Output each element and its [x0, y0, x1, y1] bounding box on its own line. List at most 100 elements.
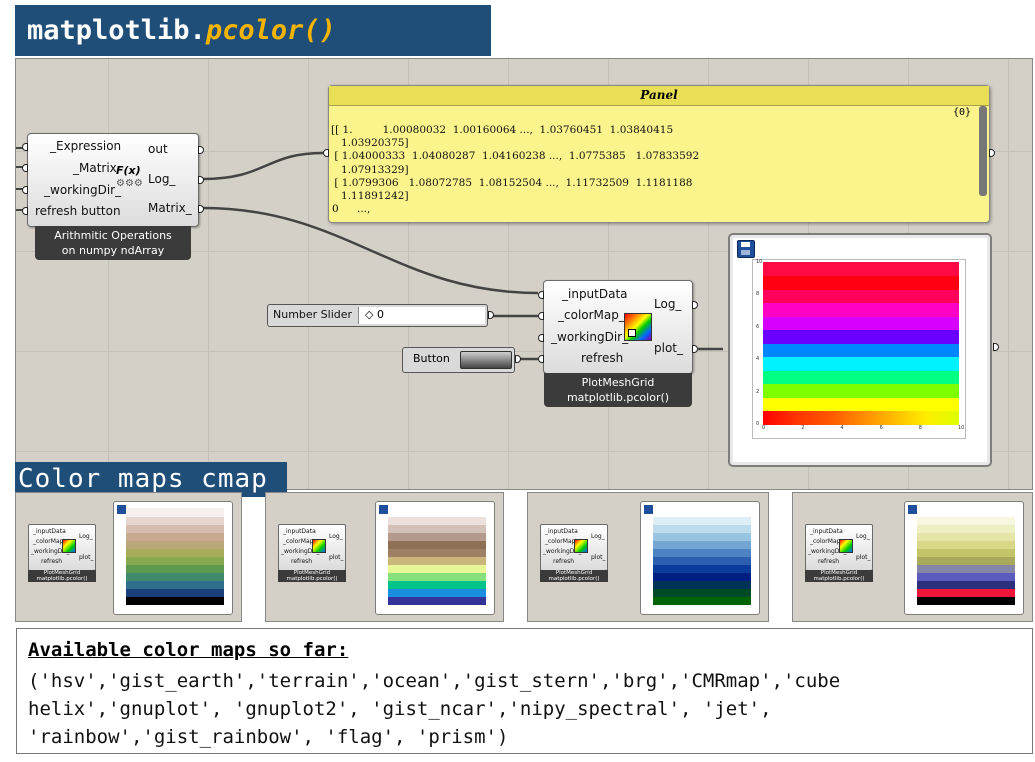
mini-plot-row	[653, 508, 751, 517]
x-tick-label: 2	[801, 425, 805, 431]
input-inputdata[interactable]: _inputData	[562, 287, 628, 301]
port[interactable]	[692, 301, 698, 309]
available-list: ('hsv','gist_earth','terrain','ocean','g…	[28, 670, 841, 748]
port[interactable]	[198, 176, 204, 184]
mini-plot-row	[917, 564, 1015, 573]
mini-plot-row	[917, 588, 1015, 597]
mini-output-label: Log_	[329, 533, 343, 540]
mini-output-label: plot_	[329, 554, 344, 561]
plot-row	[763, 329, 959, 344]
plotmeshgrid-component[interactable]: _inputData _colorMap_ _workingDir_ refre…	[538, 280, 698, 407]
output-log[interactable]: Log_	[654, 297, 682, 311]
port[interactable]	[538, 291, 544, 299]
colormaps-title-banner: Color maps cmap	[15, 462, 287, 497]
port[interactable]	[538, 334, 544, 342]
mini-plot-row	[917, 516, 1015, 525]
y-tick-label: 8	[756, 291, 760, 298]
mini-plot-row	[653, 548, 751, 557]
input-colormap[interactable]: _colorMap_	[558, 308, 625, 322]
panel-index: 0	[332, 203, 339, 215]
port[interactable]	[515, 355, 521, 363]
mini-plot-row	[388, 540, 486, 549]
slider-track[interactable]: ◇ 0	[358, 307, 485, 324]
mini-image-viewer	[640, 501, 760, 615]
mini-plot-row	[917, 572, 1015, 581]
mini-colormap-icon	[574, 539, 588, 553]
mini-plot-row	[388, 588, 486, 597]
plot-row	[763, 343, 959, 357]
x-tick-label: 8	[918, 425, 922, 431]
mini-plot-row	[388, 580, 486, 589]
port[interactable]	[198, 146, 204, 154]
mini-image-viewer	[375, 501, 495, 615]
port[interactable]	[323, 149, 329, 157]
input-refresh[interactable]: refresh	[581, 351, 624, 365]
mini-plot-row	[388, 572, 486, 581]
port[interactable]	[692, 345, 698, 353]
port[interactable]	[22, 186, 28, 194]
mini-plot-row	[126, 588, 224, 597]
output-matrix[interactable]: Matrix_	[148, 201, 192, 215]
save-icon	[908, 505, 917, 514]
mini-plot-row	[653, 564, 751, 573]
mini-plot-row	[126, 548, 224, 557]
save-icon[interactable]	[737, 240, 755, 258]
panel-scrollbar[interactable]	[979, 106, 987, 196]
mini-input-label: _workingDir_	[31, 548, 70, 555]
mini-input-label: _workingDir_	[808, 548, 847, 555]
arithmetic-component[interactable]: _Expression _Matrix _workingDir_ refresh…	[22, 133, 204, 260]
mini-input-label: _workingDir_	[281, 548, 320, 555]
port[interactable]	[22, 143, 28, 151]
port[interactable]	[989, 149, 995, 157]
input-expression[interactable]: _Expression	[50, 139, 122, 153]
port[interactable]	[198, 205, 204, 213]
plot-row	[763, 289, 959, 303]
mini-output-label: Log_	[856, 533, 870, 540]
output-log[interactable]: Log_	[148, 172, 176, 186]
mini-input-label: _inputData	[810, 528, 843, 535]
mini-plot-row	[653, 588, 751, 597]
port[interactable]	[22, 164, 28, 172]
available-colormaps-box: Available color maps so far: ('hsv','gis…	[16, 628, 1033, 754]
input-matrix[interactable]: _Matrix	[73, 161, 117, 175]
plot-row	[763, 356, 959, 371]
grasshopper-canvas[interactable]: _Expression _Matrix _workingDir_ refresh…	[15, 58, 1033, 490]
output-panel[interactable]: Panel {0} [[ 1. 1.00080032 1.00160064 ..…	[323, 85, 995, 223]
output-out[interactable]: out	[148, 142, 168, 156]
save-icon	[117, 505, 126, 514]
input-workingdir[interactable]: _workingDir_	[44, 183, 122, 197]
port[interactable]	[538, 355, 544, 363]
mini-plot-row	[126, 580, 224, 589]
output-plot[interactable]: plot_	[654, 341, 683, 355]
port[interactable]	[22, 207, 28, 215]
number-slider[interactable]: Number Slider ◇ 0	[267, 304, 494, 327]
mini-plot-row	[653, 516, 751, 525]
colormap-icon	[624, 313, 652, 341]
mini-plot-row	[653, 596, 751, 605]
button-label: Button	[413, 352, 450, 365]
port[interactable]	[993, 343, 999, 351]
mini-plot-row	[388, 516, 486, 525]
port[interactable]	[538, 312, 544, 320]
plot-row	[763, 410, 959, 425]
input-workingdir[interactable]: _workingDir_	[551, 330, 629, 344]
mini-plot-row	[126, 508, 224, 517]
port[interactable]	[488, 311, 494, 319]
input-refresh-button[interactable]: refresh button	[35, 204, 121, 218]
colormaps-title: Color maps cmap	[18, 464, 268, 494]
button-face[interactable]	[460, 351, 512, 369]
button-component[interactable]: Button	[402, 347, 521, 373]
y-tick-label: 10	[756, 259, 763, 265]
wires	[16, 147, 723, 361]
mini-input-label: refresh	[291, 558, 313, 565]
